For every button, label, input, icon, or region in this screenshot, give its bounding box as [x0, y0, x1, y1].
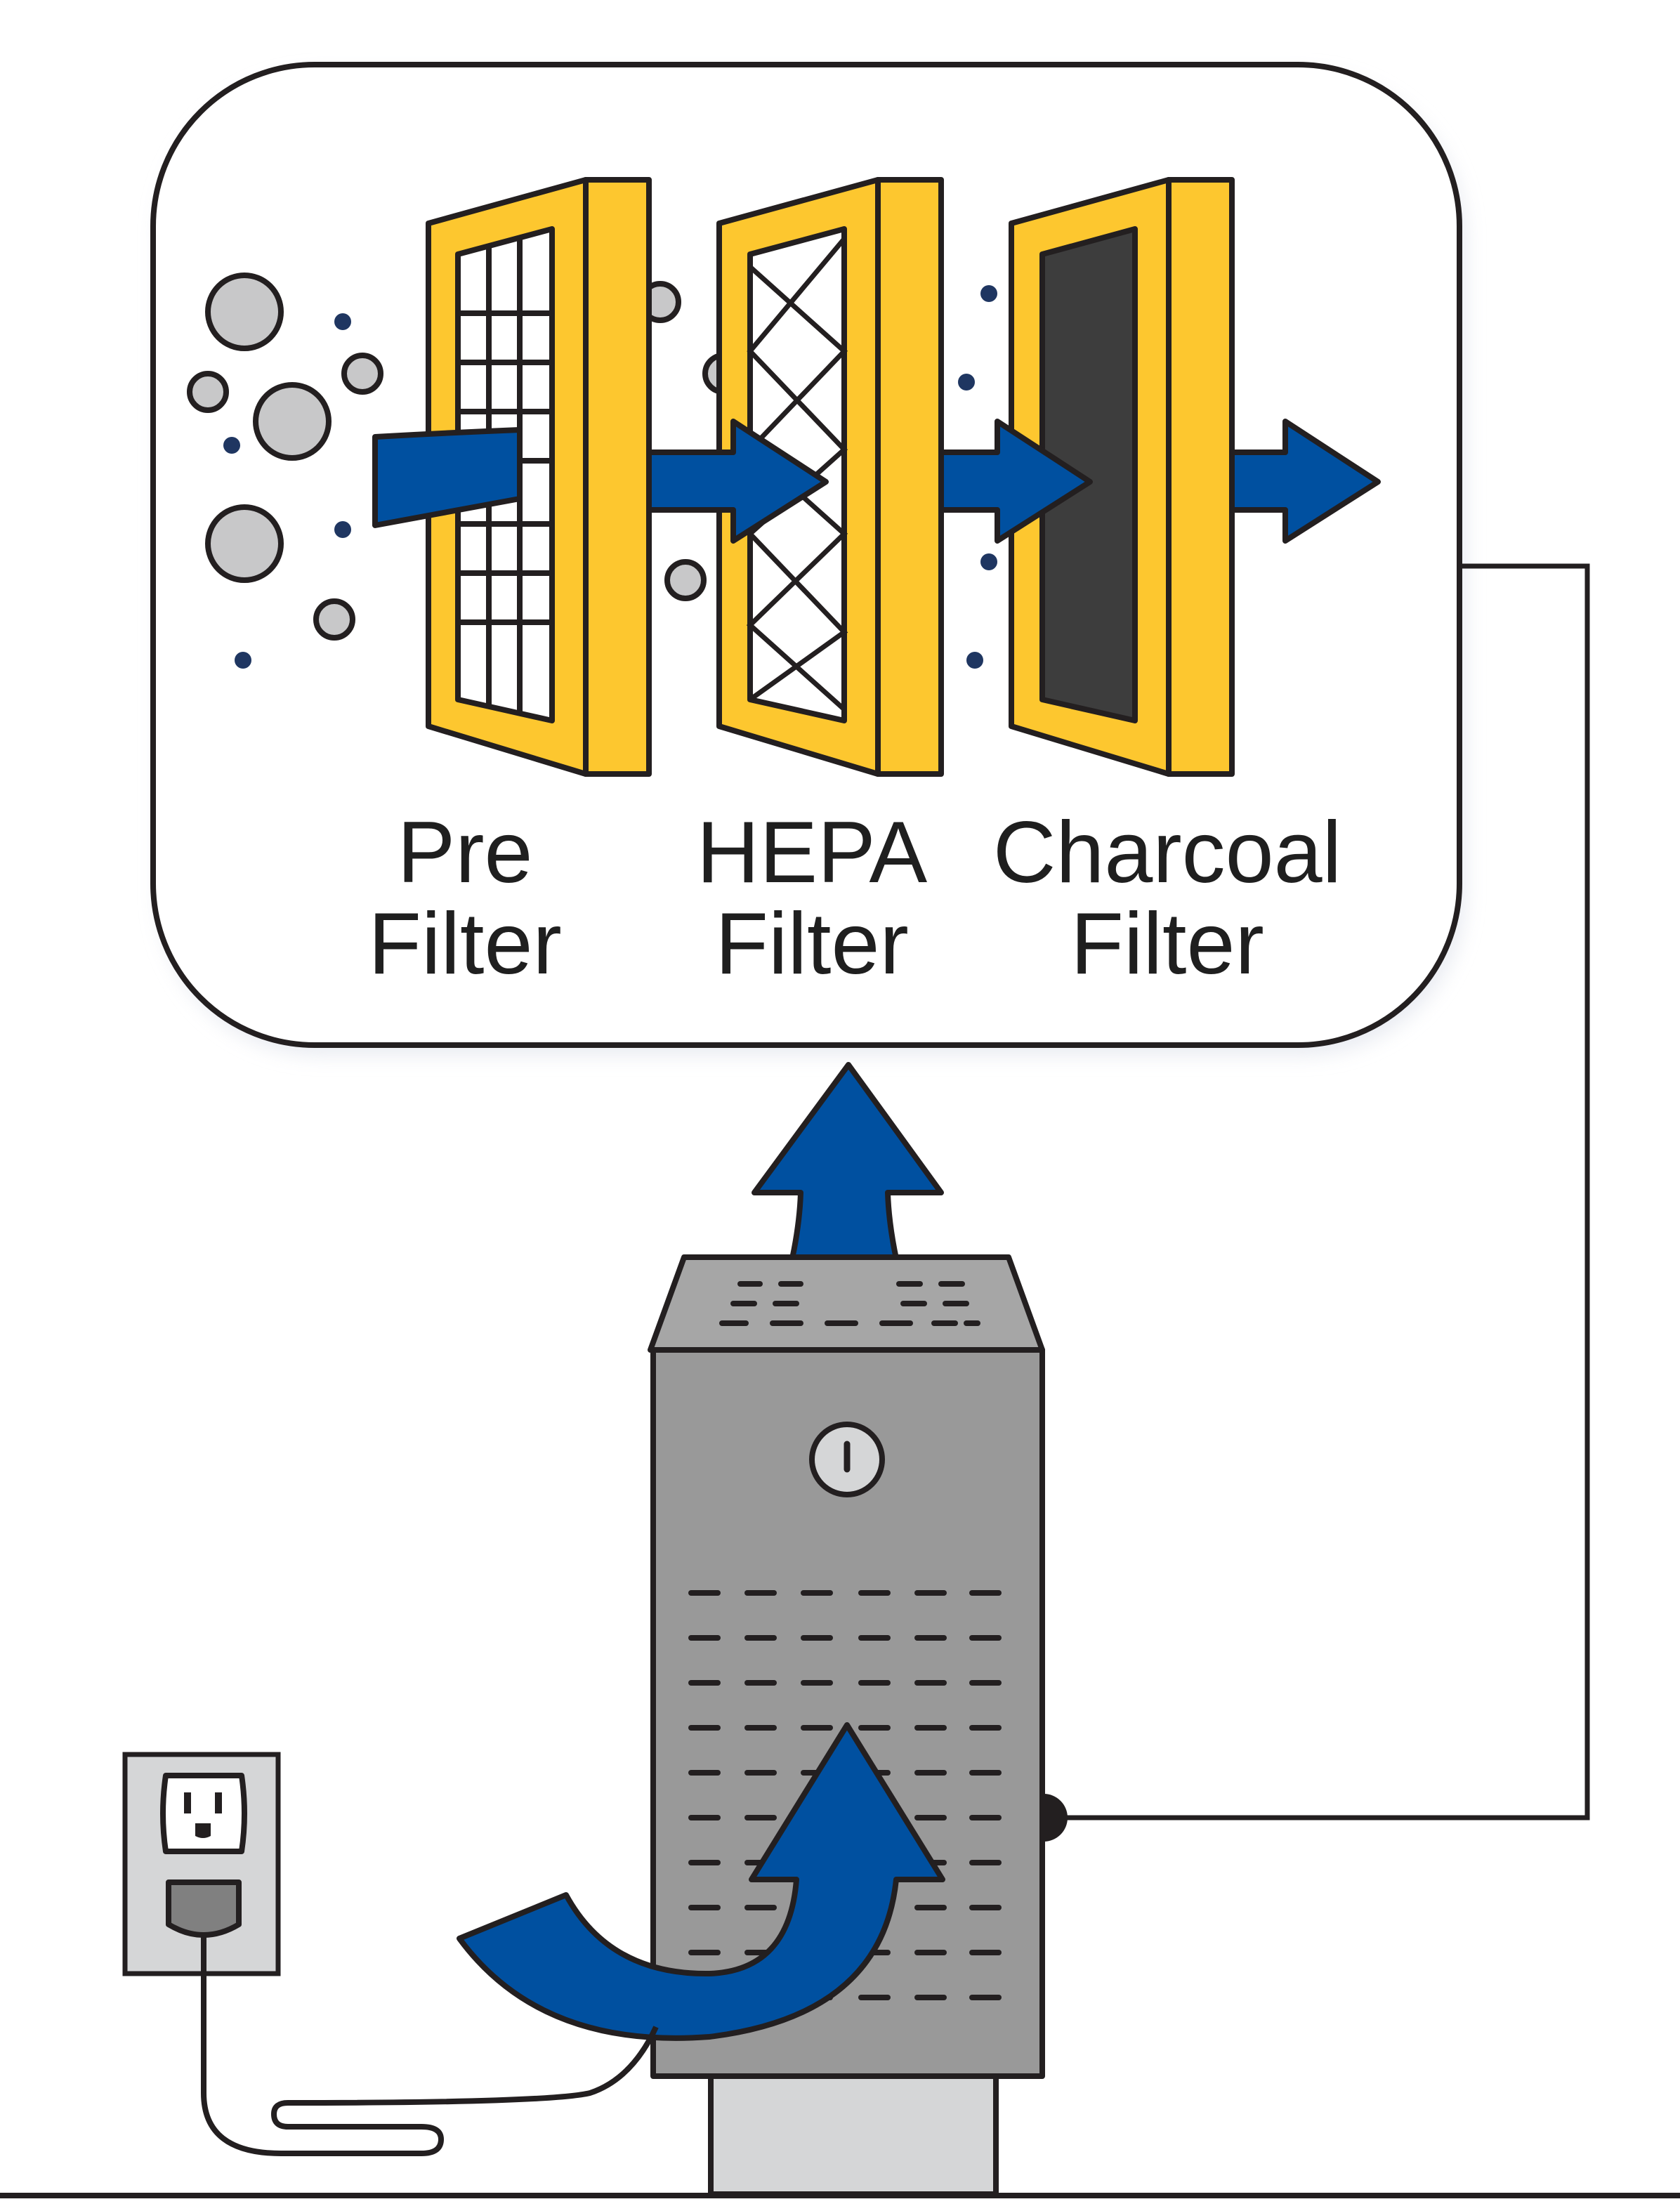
airflow-arrow-icon — [1229, 419, 1381, 544]
filter-label-hepa-line2: Filter — [715, 895, 909, 992]
power-cord — [201, 1931, 659, 2156]
purifier-top — [648, 1254, 1045, 1353]
particle-large — [205, 273, 284, 351]
charcoal-filter-media — [1039, 226, 1138, 723]
filter-label-charcoal-line2: Filter — [1070, 895, 1264, 992]
air-purifier-unit — [648, 1254, 1045, 2197]
particle-large — [205, 504, 284, 583]
airflow-arrow-icon — [646, 419, 829, 544]
filter-label-pre-line1: Pre — [398, 804, 533, 901]
intake-airflow-arrow-icon — [457, 1722, 945, 2041]
airflow-arrow-icon — [938, 419, 1093, 544]
particle-small — [664, 559, 707, 601]
particle-small — [313, 598, 355, 641]
plug-icon — [166, 1879, 242, 1938]
charcoal-filter — [1009, 177, 1235, 777]
airflow-arrow-icon — [372, 427, 523, 528]
filter-label-hepa-line1: HEPA — [697, 804, 928, 901]
pre-filter — [426, 177, 652, 777]
filter-labels: Pre Filter HEPA Filter Charcoal Filter — [368, 804, 1341, 992]
particle-large — [253, 382, 332, 461]
particle-small — [341, 353, 383, 395]
top-vents — [719, 1281, 980, 1326]
dust-dots — [223, 285, 997, 669]
particle-small — [187, 371, 229, 413]
particles — [187, 273, 825, 643]
purifier-base — [708, 2072, 999, 2197]
filter-label-pre-line2: Filter — [368, 895, 562, 992]
filter-label-charcoal-line1: Charcoal — [993, 804, 1341, 901]
power-icon[interactable] — [809, 1422, 885, 1497]
